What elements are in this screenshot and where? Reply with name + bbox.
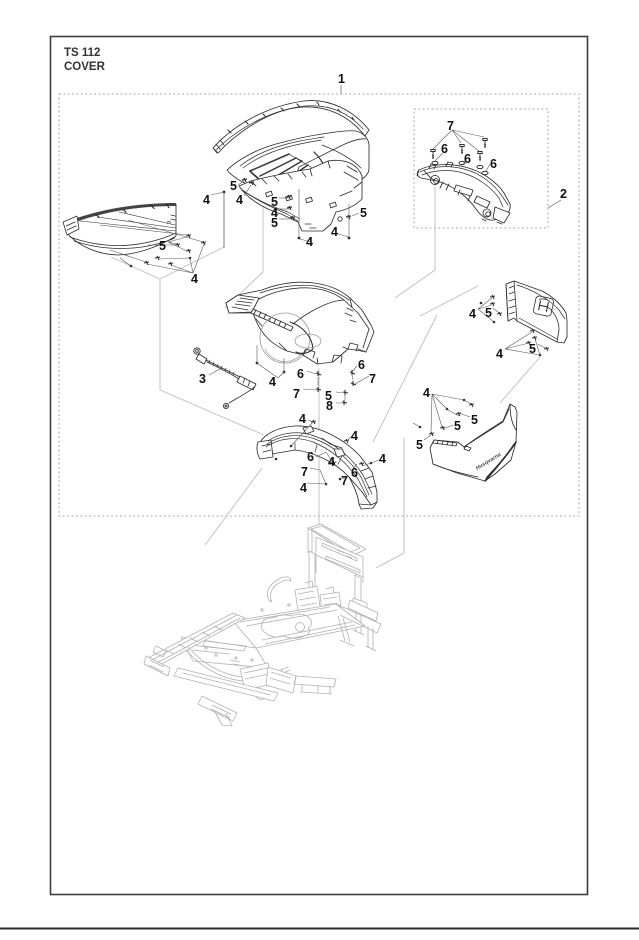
svg-text:7: 7: [369, 372, 376, 386]
svg-text:4: 4: [328, 455, 335, 469]
svg-text:COVER: COVER: [64, 61, 106, 73]
svg-text:6: 6: [351, 466, 358, 480]
svg-text:1: 1: [338, 72, 345, 86]
svg-text:5: 5: [325, 389, 332, 403]
svg-text:4: 4: [203, 193, 210, 207]
svg-text:3: 3: [199, 372, 206, 386]
svg-text:5: 5: [230, 179, 237, 193]
svg-text:4: 4: [236, 193, 243, 207]
svg-text:4: 4: [423, 386, 430, 400]
svg-text:4: 4: [496, 347, 503, 361]
svg-text:6: 6: [441, 142, 448, 156]
svg-text:7: 7: [341, 474, 348, 488]
svg-text:5: 5: [360, 206, 367, 220]
svg-text:4: 4: [351, 429, 358, 443]
svg-text:4: 4: [300, 481, 307, 495]
svg-text:TS 112: TS 112: [64, 47, 100, 59]
svg-text:2: 2: [560, 187, 567, 201]
svg-text:4: 4: [469, 307, 476, 321]
svg-text:6: 6: [358, 358, 365, 372]
svg-text:5: 5: [485, 306, 492, 320]
svg-text:7: 7: [447, 119, 454, 133]
svg-text:5: 5: [416, 438, 423, 452]
svg-text:4: 4: [271, 206, 278, 220]
svg-text:6: 6: [490, 157, 497, 171]
svg-text:5: 5: [271, 216, 278, 230]
svg-text:4: 4: [379, 452, 386, 466]
svg-text:E: E: [165, 220, 172, 225]
svg-text:7: 7: [301, 465, 308, 479]
svg-text:4: 4: [306, 235, 313, 249]
svg-text:5: 5: [159, 239, 166, 253]
svg-text:6: 6: [307, 450, 314, 464]
svg-text:5: 5: [471, 413, 478, 427]
svg-text:4: 4: [191, 272, 198, 286]
svg-text:6: 6: [297, 367, 304, 381]
svg-text:7: 7: [293, 387, 300, 401]
svg-text:4: 4: [269, 375, 276, 389]
svg-text:8: 8: [326, 399, 333, 413]
svg-text:4: 4: [331, 225, 338, 239]
svg-text:5: 5: [271, 195, 278, 209]
svg-text:5: 5: [454, 419, 461, 433]
svg-text:6: 6: [464, 152, 471, 166]
svg-text:4: 4: [299, 412, 306, 426]
svg-text:5: 5: [529, 342, 536, 356]
